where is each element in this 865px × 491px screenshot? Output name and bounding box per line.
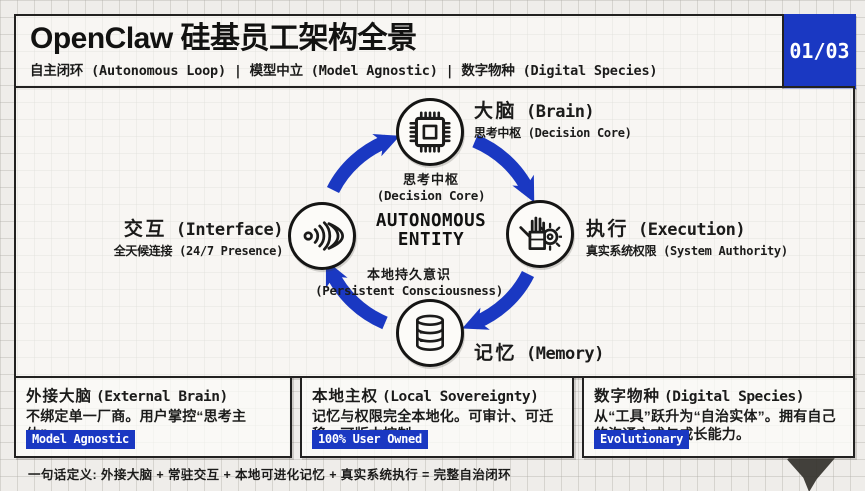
card-badge: Model Agnostic xyxy=(26,430,135,449)
one-line-definition: 一句话定义: 外接大脑 + 常驻交互 + 本地可进化记忆 + 真实系统执行 = … xyxy=(28,468,512,482)
page-curl-shadow xyxy=(787,458,835,491)
robot-hand-icon xyxy=(519,216,562,251)
diagram-canvas: 大脑(Brain) 思考中枢 (Decision Core) 思考中枢 (Dec… xyxy=(14,85,855,378)
brain-label: 大脑(Brain) 思考中枢 (Decision Core) xyxy=(474,96,632,141)
cpu-icon xyxy=(409,110,451,153)
page-title: OpenClaw 硅基员工架构全景 xyxy=(30,22,417,55)
database-icon xyxy=(416,314,444,351)
card-title: 本地主权(Local Sovereignty) xyxy=(312,387,539,405)
card-title: 数字物种(Digital Species) xyxy=(594,387,804,405)
header-bar: OpenClaw 硅基员工架构全景 自主闭环 (Autonomous Loop)… xyxy=(14,13,856,89)
memory-caption: 本地持久意识 (Persistent Consciousness) xyxy=(315,266,503,298)
execution-label: 执行(Execution) 真实系统权限 (System Authority) xyxy=(586,214,788,259)
interface-label-sub: 全天候连接 (24/7 Presence) xyxy=(113,243,284,258)
memory-label-title: 记忆(Memory) xyxy=(474,342,604,364)
card-digital-species: 数字物种(Digital Species) 从“工具”跃升为“自治实体”。拥有自… xyxy=(582,375,855,458)
execution-label-sub: 真实系统权限 (System Authority) xyxy=(586,243,788,258)
card-badge: Evolutionary xyxy=(594,430,690,449)
brain-label-sub: 思考中枢 (Decision Core) xyxy=(474,125,632,140)
interface-label: 交互(Interface) 全天候连接 (24/7 Presence) xyxy=(113,214,284,259)
memory-label: 记忆(Memory) xyxy=(474,338,604,365)
card-badge: 100% User Owned xyxy=(312,430,428,449)
page-number-badge: 01/03 xyxy=(781,13,856,89)
node-interface xyxy=(288,201,356,270)
card-title: 外接大脑(External Brain) xyxy=(26,387,228,405)
voice-icon xyxy=(303,220,344,251)
execution-label-title: 执行(Execution) xyxy=(586,218,746,240)
arrow-interface-to-brain xyxy=(326,133,400,193)
arrow-brain-to-execution xyxy=(472,134,535,203)
node-memory xyxy=(396,298,464,367)
arrow-execution-to-memory xyxy=(462,270,535,330)
node-brain xyxy=(396,97,464,166)
brain-label-title: 大脑(Brain) xyxy=(474,100,595,122)
arrow-memory-to-interface xyxy=(325,259,388,329)
card-local-sovereignty: 本地主权(Local Sovereignty) 记忆与权限完全本地化。可审计、可… xyxy=(300,375,574,458)
brain-caption: 思考中枢 (Decision Core) xyxy=(376,171,486,203)
autonomous-entity-label: AUTONOMOUS ENTITY xyxy=(375,210,487,250)
page-subtitle: 自主闭环 (Autonomous Loop) | 模型中立 (Model Agn… xyxy=(30,63,658,79)
interface-label-title: 交互(Interface) xyxy=(123,218,284,240)
cycle-arrows xyxy=(325,133,535,330)
card-external-brain: 外接大脑(External Brain) 不绑定单一厂商。用户掌控“思考主体”。… xyxy=(14,375,292,458)
node-execution xyxy=(506,199,574,268)
